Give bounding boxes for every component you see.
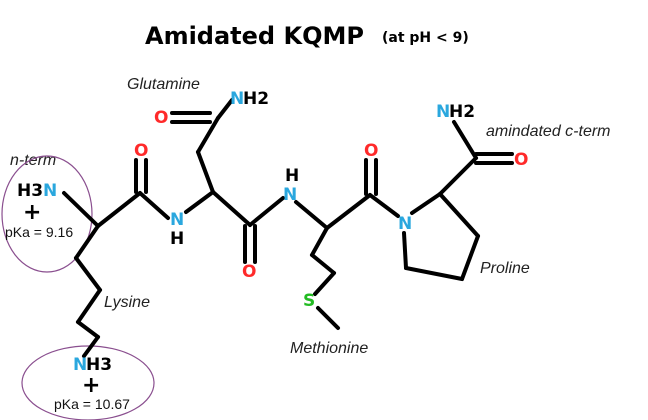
n-term-highlight-circle	[1, 155, 93, 273]
lysine-nitrogen: N	[73, 355, 87, 375]
glutamine-h2: H2	[243, 89, 269, 109]
c-term-oxygen: O	[514, 150, 528, 170]
methionine-label: Methionine	[290, 340, 368, 357]
lysine-pka: pKa = 10.67	[54, 396, 130, 412]
n-term-charge: +	[23, 200, 41, 225]
amide-nitrogen-2: N	[283, 185, 297, 205]
glutamine-label: Glutamine	[127, 76, 200, 93]
c-term-h2: H2	[449, 102, 475, 122]
amide-nitrogen-1: N	[170, 210, 184, 230]
glutamine-oxygen: O	[154, 108, 168, 128]
carbonyl-oxygen-3: O	[364, 141, 378, 161]
n-term-nitrogen: N	[43, 181, 57, 201]
methionine-sulfur: S	[303, 291, 315, 311]
lysine-h3: H3	[86, 355, 112, 375]
c-term-label: amindated c-term	[486, 123, 611, 140]
amide-hydrogen-2: H	[285, 166, 299, 186]
c-term-nitrogen: N	[436, 102, 450, 122]
page-title: Amidated KQMP	[145, 22, 364, 50]
carbonyl-oxygen-2: O	[242, 262, 256, 282]
proline-label: Proline	[480, 260, 530, 277]
proline-nitrogen: N	[398, 214, 412, 234]
bond-skeleton	[62, 98, 514, 358]
amide-hydrogen-1: H	[170, 229, 184, 249]
lysine-label: Lysine	[104, 294, 150, 311]
lysine-amine-highlight-circle	[21, 345, 155, 420]
carbonyl-oxygen-1: O	[134, 141, 148, 161]
n-term-pka: pKa = 9.16	[5, 224, 73, 240]
ph-condition: (at pH < 9)	[382, 30, 469, 46]
lysine-charge: +	[82, 373, 100, 398]
glutamine-nitrogen: N	[230, 89, 244, 109]
n-term-h3: H3	[17, 181, 43, 201]
n-term-label: n-term	[10, 152, 56, 169]
